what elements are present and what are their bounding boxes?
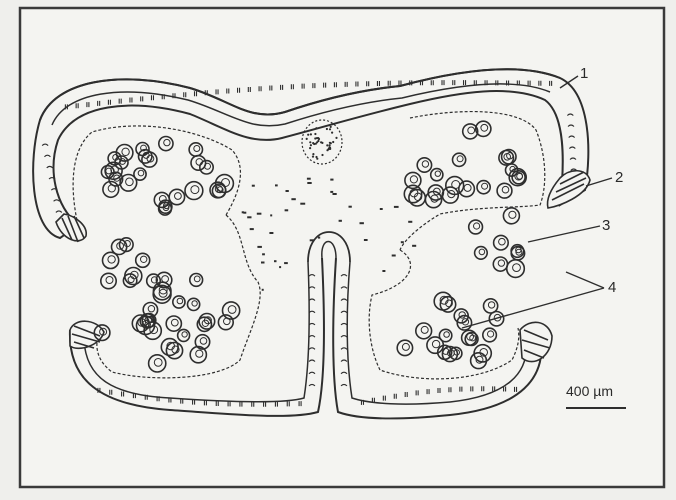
vascular-cell-dot bbox=[309, 147, 311, 149]
vascular-cell-dot bbox=[312, 156, 314, 158]
vascular-cell-dot bbox=[329, 144, 331, 146]
vascular-cell-dot bbox=[321, 154, 323, 156]
connective-mark bbox=[408, 221, 412, 223]
callout-label-4: 4 bbox=[608, 279, 616, 296]
connective-mark bbox=[380, 208, 383, 210]
connective-mark bbox=[300, 203, 305, 205]
connective-mark bbox=[349, 206, 352, 208]
connective-mark bbox=[257, 213, 262, 215]
connective-mark bbox=[279, 266, 281, 268]
vascular-cell-dot bbox=[329, 148, 331, 150]
connective-mark bbox=[285, 209, 289, 211]
vascular-cell-dot bbox=[316, 141, 318, 143]
connective-mark bbox=[318, 237, 320, 239]
connective-mark bbox=[269, 232, 273, 234]
vascular-cell-dot bbox=[314, 133, 316, 135]
vascular-cell-dot bbox=[326, 128, 328, 130]
connective-mark bbox=[394, 206, 399, 208]
vascular-cell-dot bbox=[318, 138, 320, 140]
connective-mark bbox=[364, 239, 368, 241]
vascular-cell-dot bbox=[330, 126, 332, 128]
connective-mark bbox=[250, 228, 254, 230]
connective-mark bbox=[330, 191, 333, 193]
vascular-cell-dot bbox=[310, 133, 312, 135]
vascular-cell-dot bbox=[310, 144, 312, 146]
connective-mark bbox=[261, 262, 265, 264]
scale-bar-label: 400 µm bbox=[566, 383, 613, 399]
vascular-cell-dot bbox=[316, 137, 318, 139]
connective-mark bbox=[382, 270, 385, 272]
vascular-cell-dot bbox=[332, 141, 334, 143]
callout-label-2: 2 bbox=[615, 169, 623, 186]
vascular-cell-dot bbox=[307, 134, 309, 136]
vascular-cell-dot bbox=[329, 142, 331, 144]
connective-mark bbox=[243, 212, 246, 214]
vascular-cell-dot bbox=[315, 127, 317, 129]
connective-mark bbox=[247, 216, 251, 218]
vascular-cell-dot bbox=[306, 138, 308, 140]
connective-mark bbox=[360, 222, 364, 224]
vascular-cell-dot bbox=[326, 144, 328, 146]
connective-mark bbox=[307, 178, 311, 180]
vascular-cell-dot bbox=[321, 142, 323, 144]
connective-mark bbox=[275, 184, 278, 186]
connective-mark bbox=[257, 246, 262, 248]
callout-label-3: 3 bbox=[602, 217, 610, 234]
vascular-cell-dot bbox=[312, 153, 314, 155]
vascular-cell-dot bbox=[315, 156, 317, 158]
connective-mark bbox=[270, 214, 272, 216]
connective-mark bbox=[307, 182, 311, 184]
connective-mark bbox=[262, 289, 264, 291]
connective-mark bbox=[330, 179, 333, 181]
vascular-cell-dot bbox=[331, 132, 333, 134]
connective-mark bbox=[284, 262, 288, 264]
connective-mark bbox=[339, 220, 342, 222]
vascular-cell-dot bbox=[309, 141, 311, 143]
connective-mark bbox=[286, 190, 289, 192]
callout-label-1: 1 bbox=[580, 65, 588, 82]
vascular-cell-dot bbox=[329, 128, 331, 130]
vascular-cell-dot bbox=[313, 143, 315, 145]
connective-mark bbox=[291, 198, 295, 200]
vascular-cell-dot bbox=[335, 137, 337, 139]
connective-mark bbox=[262, 253, 265, 255]
connective-mark bbox=[401, 241, 404, 243]
connective-mark bbox=[310, 239, 314, 241]
connective-mark bbox=[333, 193, 337, 195]
connective-mark bbox=[412, 245, 416, 247]
connective-mark bbox=[274, 260, 277, 262]
connective-mark bbox=[392, 255, 396, 257]
connective-mark bbox=[252, 185, 255, 187]
